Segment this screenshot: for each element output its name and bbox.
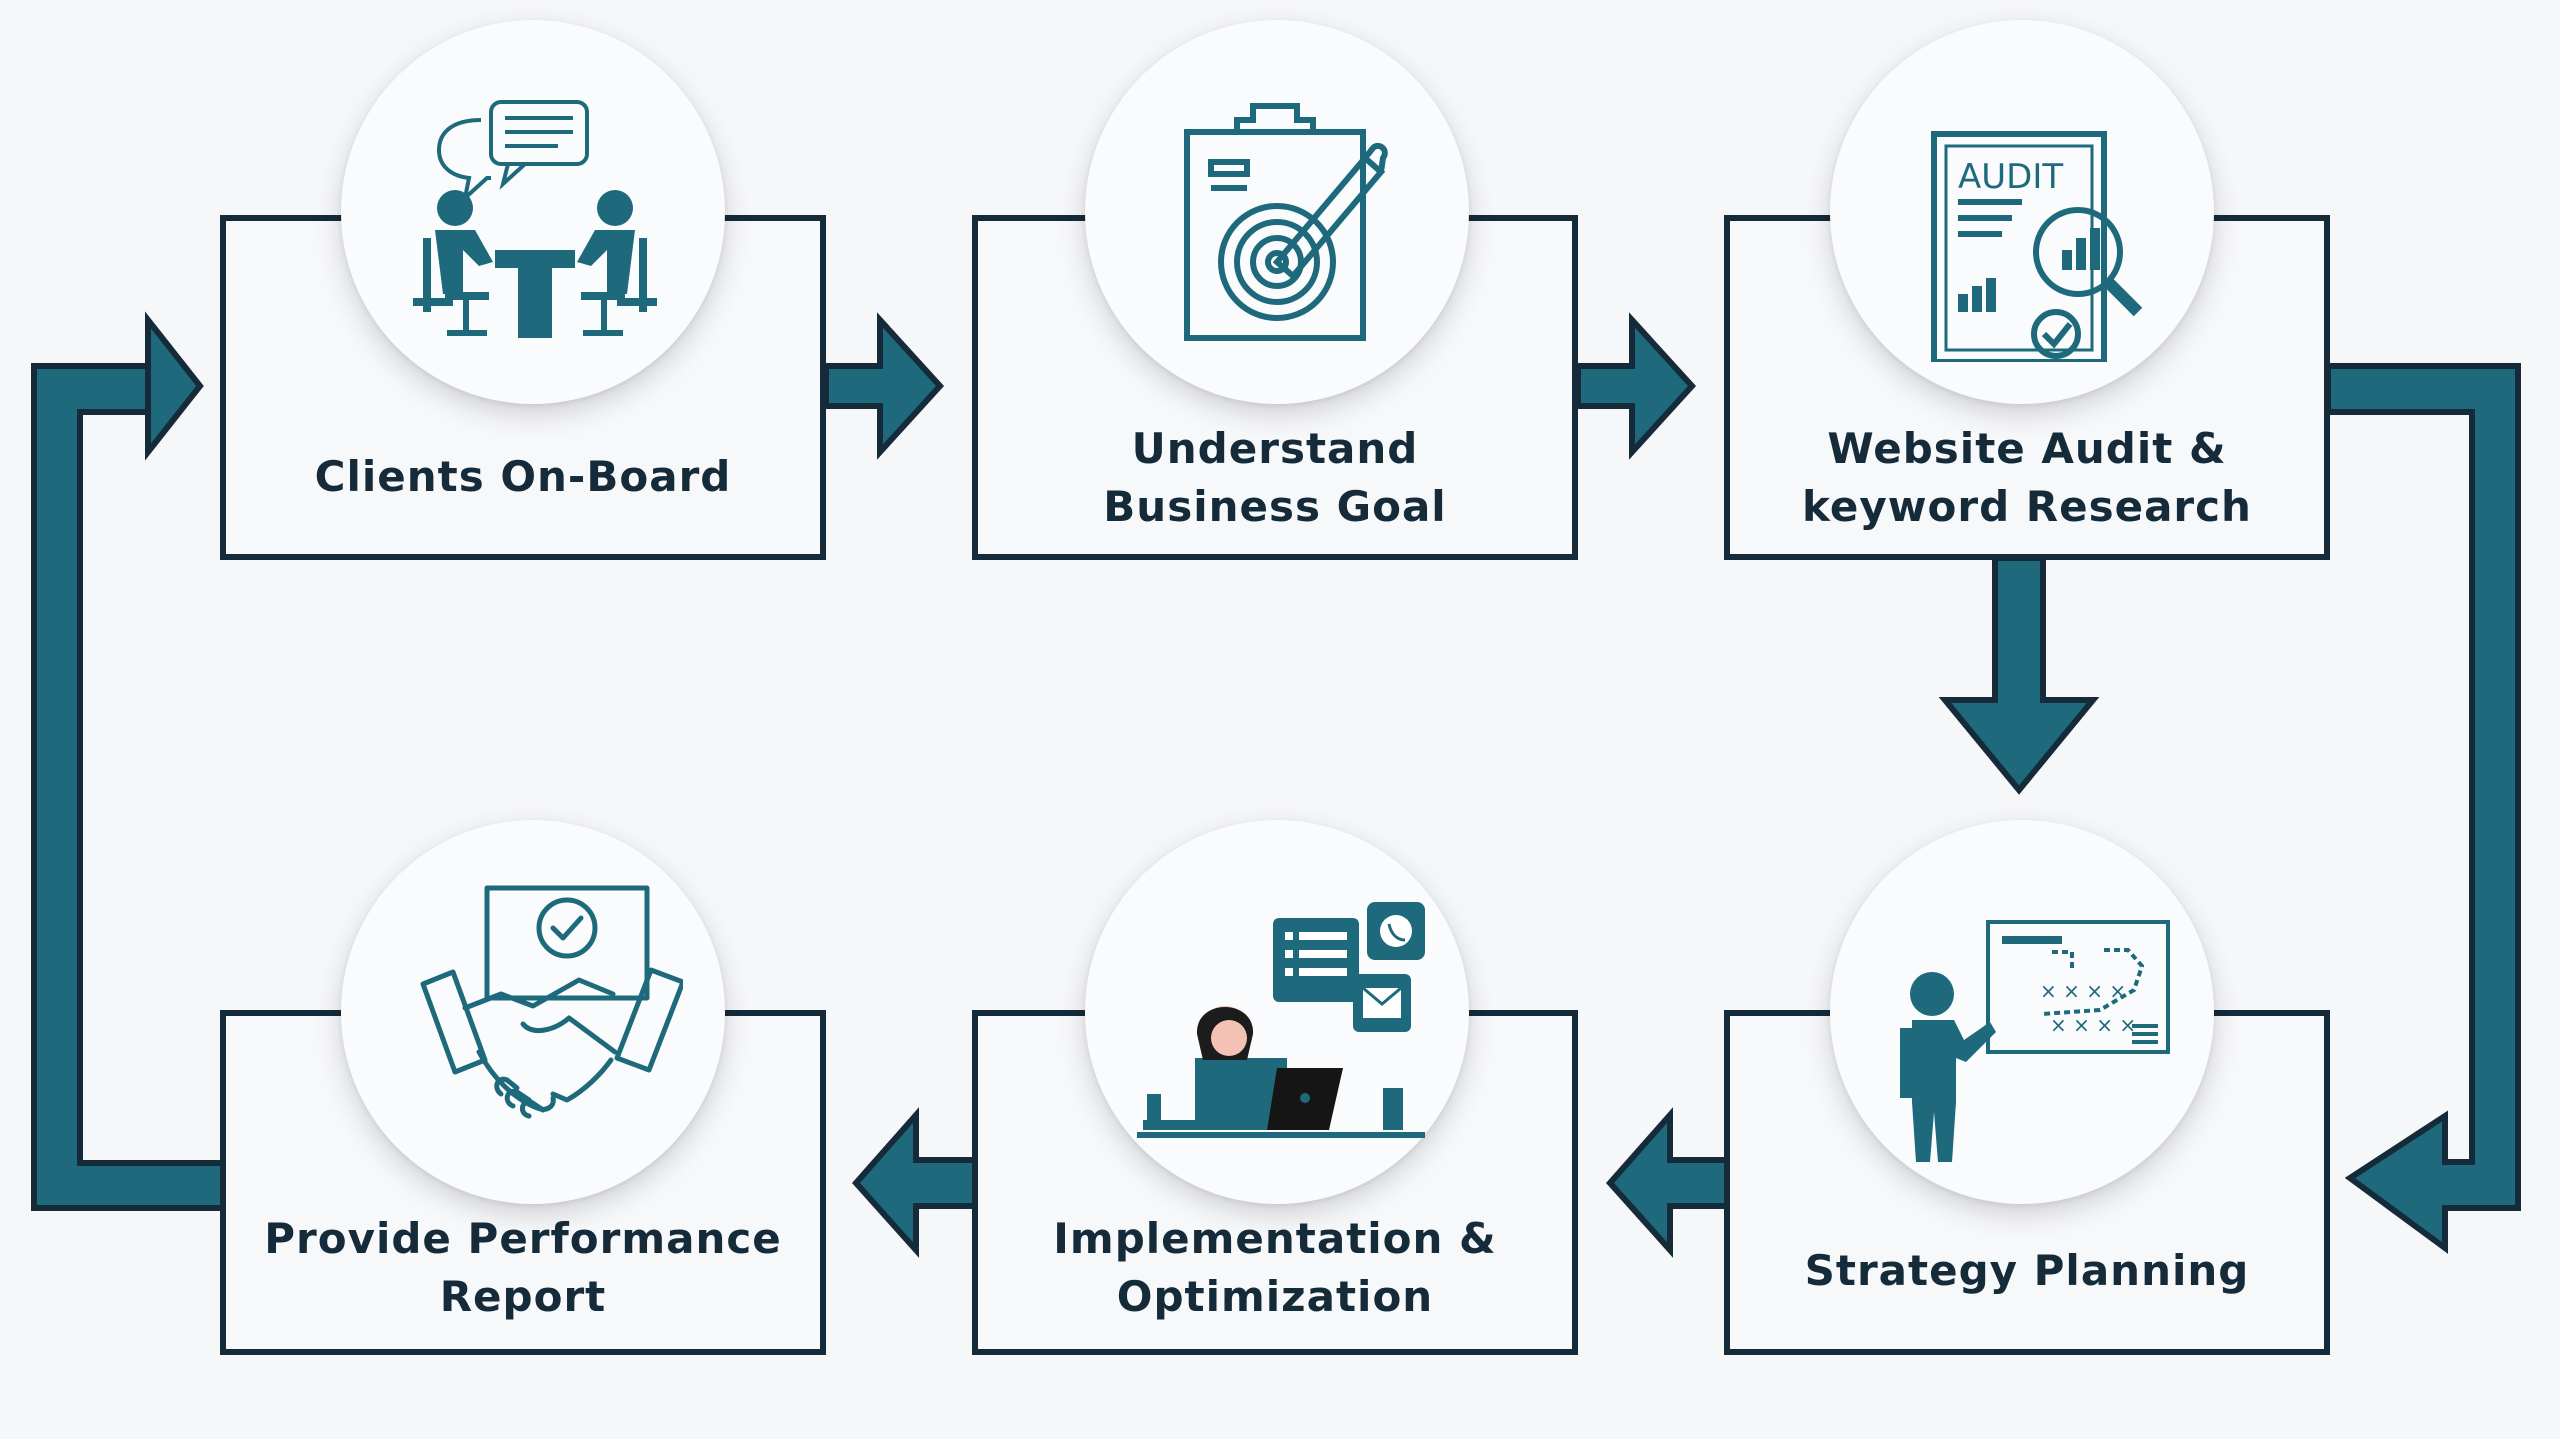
audit-text: AUDIT <box>1958 157 2063 197</box>
step-label-line: Business Goal <box>1103 482 1447 531</box>
step-label-website-audit: Website Audit & keyword Research <box>1730 420 2324 536</box>
step-label-line: Implementation & <box>1053 1214 1497 1263</box>
step-label-performance-report: Provide Performance Report <box>226 1210 820 1326</box>
arrow-loop-right <box>2325 363 2521 1254</box>
step-label-clients-onboard: Clients On-Board <box>226 448 820 506</box>
board-marks-top: × × × × <box>2040 979 2126 1003</box>
icon-circle-clients-onboard <box>341 20 725 404</box>
step-label-line: Website Audit & <box>1827 424 2227 473</box>
step-label-line: Understand <box>1131 424 1419 473</box>
arrow-down <box>1938 555 2100 795</box>
step-label-understand-business-goal: Understand Business Goal <box>978 420 1572 536</box>
icon-circle-strategy-planning: × × × × × × × × <box>1830 820 2214 1204</box>
step-label-line: Clients On-Board <box>314 452 732 501</box>
step-label-implementation: Implementation & Optimization <box>978 1210 1572 1326</box>
arrow-right-2 <box>1575 312 1697 460</box>
strategy-board-icon: × × × × × × × × <box>1900 920 2170 1162</box>
arrow-left-1 <box>1605 1107 1733 1258</box>
step-label-line: Optimization <box>1116 1272 1434 1321</box>
arrow-loop-left <box>31 311 227 1211</box>
step-label-line: Report <box>439 1272 607 1321</box>
icon-circle-performance-report <box>341 820 725 1204</box>
arrow-right-1 <box>823 312 945 460</box>
audit-report-icon: AUDIT <box>1931 131 2143 362</box>
arrow-left-2 <box>851 1107 979 1258</box>
step-label-line: Strategy Planning <box>1804 1246 2250 1295</box>
laptop-worker-icon <box>1137 902 1425 1138</box>
icon-circle-understand-business-goal <box>1085 20 1469 404</box>
step-label-line: keyword Research <box>1802 482 2252 531</box>
step-label-line: Provide Performance <box>264 1214 782 1263</box>
icon-circle-website-audit: AUDIT <box>1830 20 2214 404</box>
step-label-strategy-planning: Strategy Planning <box>1730 1242 2324 1300</box>
icon-circle-implementation <box>1085 820 1469 1204</box>
meeting-icon <box>413 100 657 338</box>
board-marks-bottom: × × × × <box>2050 1013 2136 1037</box>
handshake-icon <box>420 885 683 1119</box>
target-clipboard-icon <box>1184 103 1388 341</box>
